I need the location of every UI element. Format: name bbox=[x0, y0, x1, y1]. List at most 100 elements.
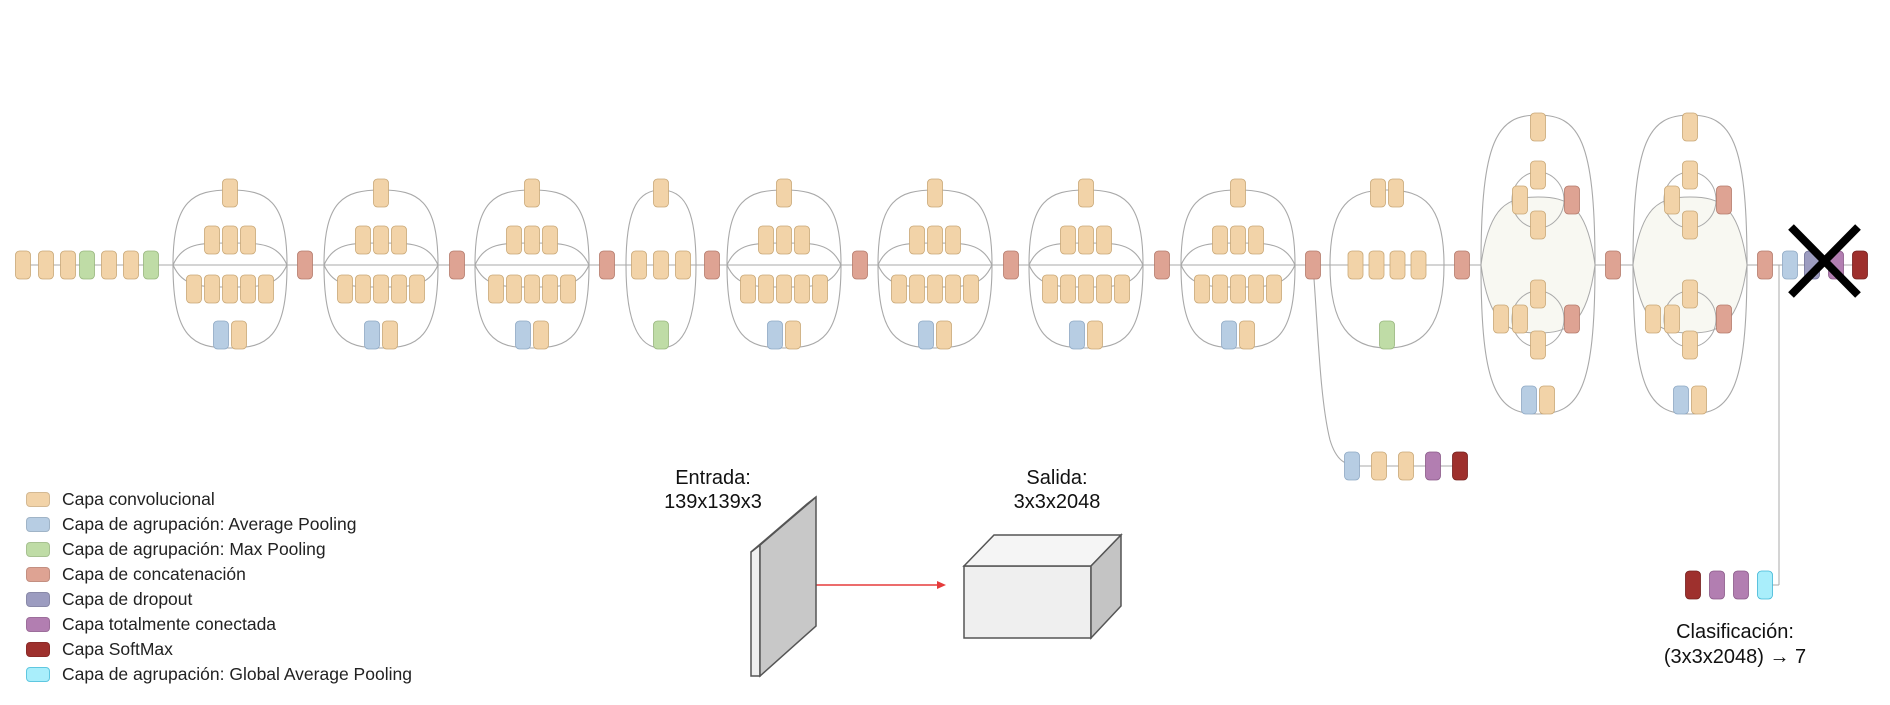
conv-layer bbox=[488, 274, 504, 304]
conv-layer bbox=[945, 225, 961, 255]
conv-layer bbox=[675, 250, 691, 280]
legend-label: Capa totalmente conectada bbox=[62, 614, 277, 634]
conv-layer bbox=[1691, 385, 1707, 415]
conv-layer bbox=[1370, 178, 1386, 208]
conv-layer bbox=[909, 225, 925, 255]
legend-swatch-dropout bbox=[26, 592, 50, 607]
conv-layer bbox=[1371, 451, 1387, 481]
legend-item-maxpool: Capa de agrupación: Max Pooling bbox=[26, 537, 412, 562]
conv-layer bbox=[1664, 304, 1680, 334]
conv-layer bbox=[1060, 274, 1076, 304]
legend-label: Capa de agrupación: Average Pooling bbox=[62, 514, 357, 534]
conv-layer bbox=[382, 320, 398, 350]
concat-layer bbox=[1716, 304, 1732, 334]
conv-layer bbox=[409, 274, 425, 304]
conv-layer bbox=[776, 225, 792, 255]
conv-layer bbox=[963, 274, 979, 304]
conv-layer bbox=[1512, 185, 1528, 215]
concat-layer bbox=[1605, 250, 1621, 280]
legend-label: Capa de concatenación bbox=[62, 564, 246, 584]
conv-layer bbox=[38, 250, 54, 280]
conv-layer bbox=[1645, 304, 1661, 334]
conv-layer bbox=[794, 274, 810, 304]
avgpool-layer bbox=[1673, 385, 1689, 415]
avgpool-layer bbox=[213, 320, 229, 350]
output-dims: 3x3x2048 bbox=[1013, 491, 1101, 513]
input-slab-top bbox=[750, 496, 817, 553]
conv-layer bbox=[355, 225, 371, 255]
conv-layer bbox=[1682, 160, 1698, 190]
conv-layer bbox=[355, 274, 371, 304]
legend-item-fc: Capa totalmente conectada bbox=[26, 612, 412, 637]
input-label: Entrada: 139x139x3 bbox=[638, 466, 788, 514]
conv-layer bbox=[1114, 274, 1130, 304]
maxpool-layer bbox=[143, 250, 159, 280]
conv-layer bbox=[1212, 274, 1228, 304]
concat-layer bbox=[1564, 185, 1580, 215]
legend-swatch-maxpool bbox=[26, 542, 50, 557]
volume-illustration bbox=[750, 495, 1123, 678]
conv-layer bbox=[1389, 250, 1406, 280]
conv-layer bbox=[1682, 279, 1698, 309]
avgpool-layer bbox=[918, 320, 934, 350]
conv-layer bbox=[758, 225, 774, 255]
conv-layer bbox=[204, 274, 220, 304]
conv-layer bbox=[1530, 210, 1546, 240]
conv-layer bbox=[653, 250, 669, 280]
reduction-outline bbox=[1329, 189, 1445, 349]
input-title: Entrada: bbox=[675, 467, 751, 489]
avgpool-layer bbox=[515, 320, 531, 350]
conv-layer bbox=[1530, 112, 1546, 142]
conv-layer bbox=[1230, 225, 1246, 255]
conv-layer bbox=[776, 178, 792, 208]
avgpool-layer bbox=[1782, 250, 1798, 280]
conv-layer bbox=[1539, 385, 1555, 415]
module-outline bbox=[323, 189, 439, 349]
legend-swatch-fc bbox=[26, 617, 50, 632]
concat-layer bbox=[449, 250, 465, 280]
avgpool-layer bbox=[1069, 320, 1085, 350]
gap-layer bbox=[1757, 570, 1773, 600]
conv-layer bbox=[1410, 250, 1427, 280]
input-slab-side bbox=[759, 495, 817, 678]
conv-layer bbox=[542, 274, 558, 304]
conv-layer bbox=[542, 225, 558, 255]
legend-item-concat: Capa de concatenación bbox=[26, 562, 412, 587]
legend-swatch-gap bbox=[26, 667, 50, 682]
conv-layer bbox=[1212, 225, 1228, 255]
concat-layer bbox=[599, 250, 615, 280]
classification-dims: (3x3x2048) → 7 bbox=[1663, 646, 1807, 668]
conv-layer bbox=[373, 274, 389, 304]
concat-layer bbox=[1454, 250, 1470, 280]
conv-layer bbox=[1530, 160, 1546, 190]
conv-layer bbox=[1512, 304, 1528, 334]
conv-layer bbox=[1398, 451, 1414, 481]
conv-layer bbox=[186, 274, 202, 304]
legend-label: Capa SoftMax bbox=[62, 639, 173, 659]
conv-layer bbox=[1248, 274, 1264, 304]
module-outline bbox=[1180, 189, 1296, 349]
legend-swatch-softmax bbox=[26, 642, 50, 657]
conv-layer bbox=[1194, 274, 1210, 304]
conv-layer bbox=[1530, 279, 1546, 309]
fc-layer bbox=[1733, 570, 1749, 600]
module-outline bbox=[172, 189, 288, 349]
conv-layer bbox=[506, 225, 522, 255]
conv-layer bbox=[1078, 225, 1094, 255]
conv-layer bbox=[240, 274, 256, 304]
conv-layer bbox=[231, 320, 247, 350]
conv-layer bbox=[506, 274, 522, 304]
conv-layer bbox=[891, 274, 907, 304]
softmax-layer bbox=[1452, 451, 1468, 481]
concat-layer bbox=[297, 250, 313, 280]
conv-layer bbox=[524, 274, 540, 304]
softmax-layer bbox=[1685, 570, 1701, 600]
concat-layer bbox=[1757, 250, 1773, 280]
conv-layer bbox=[1530, 330, 1546, 360]
conv-layer bbox=[222, 274, 238, 304]
conv-layer bbox=[60, 250, 76, 280]
module-outline bbox=[726, 189, 842, 349]
conv-layer bbox=[1042, 274, 1058, 304]
